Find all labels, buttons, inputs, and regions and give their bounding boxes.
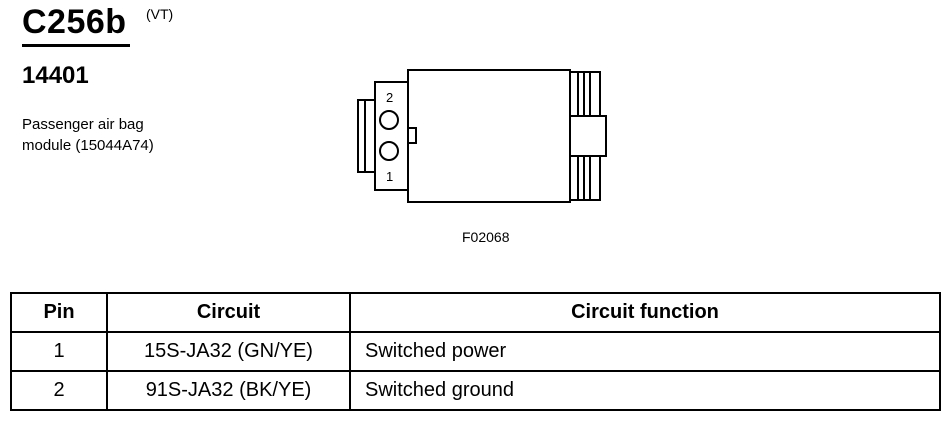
part-number: 14401 <box>22 62 89 89</box>
table-row: 1 15S-JA32 (GN/YE) Switched power <box>10 331 941 372</box>
pin-cell: 2 <box>10 370 108 411</box>
figure-code: F02068 <box>462 229 510 245</box>
pin-housing <box>374 81 409 191</box>
part-description: Passenger air bag module (15044A74) <box>22 114 154 156</box>
circuit-cell: 91S-JA32 (BK/YE) <box>106 370 351 411</box>
description-line-2: module (15044A74) <box>22 137 154 154</box>
description-line-1: Passenger air bag <box>22 116 144 133</box>
pin-label-1: 1 <box>386 169 393 184</box>
connector-body <box>407 69 571 203</box>
pin-table: Pin Circuit Circuit function 1 15S-JA32 … <box>10 292 941 411</box>
cavity-1 <box>379 141 399 161</box>
header-pin: Pin <box>10 292 108 333</box>
connector-face-diagram: 2 1 <box>357 69 607 203</box>
header-function: Circuit function <box>349 292 941 333</box>
center-key <box>569 115 607 157</box>
function-cell: Switched power <box>349 331 941 372</box>
header-circuit: Circuit <box>106 292 351 333</box>
circuit-cell: 15S-JA32 (GN/YE) <box>106 331 351 372</box>
pin-cell: 1 <box>10 331 108 372</box>
connector-suffix: (VT) <box>146 6 174 22</box>
latch-bracket <box>357 99 375 173</box>
cavity-2 <box>379 110 399 130</box>
connector-id-underline <box>22 44 130 47</box>
table-header-row: Pin Circuit Circuit function <box>10 292 941 333</box>
pin-label-2: 2 <box>386 90 393 105</box>
connector-id: C256b <box>22 3 127 41</box>
function-cell: Switched ground <box>349 370 941 411</box>
table-row: 2 91S-JA32 (BK/YE) Switched ground <box>10 370 941 411</box>
